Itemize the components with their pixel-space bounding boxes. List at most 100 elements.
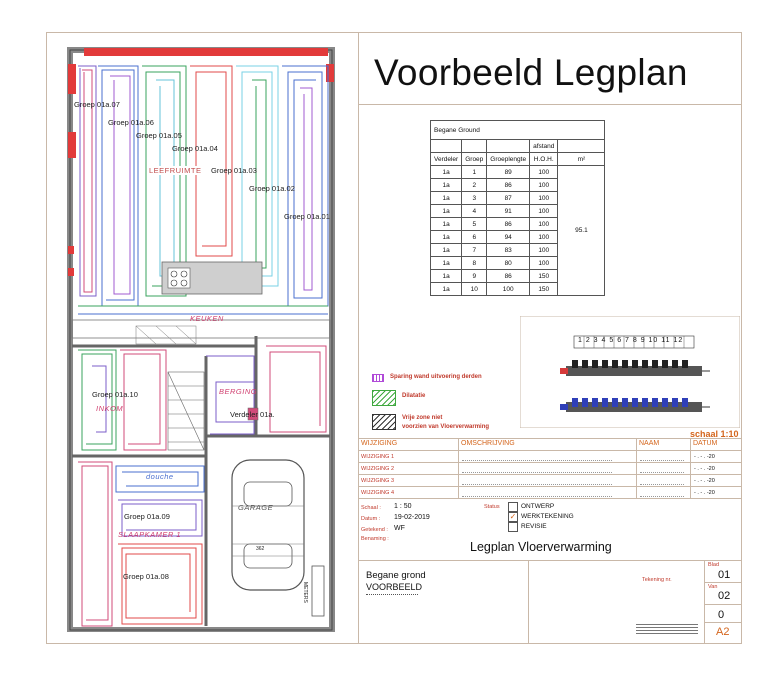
table-cell-lengte: 86 xyxy=(486,178,531,192)
status-check-ontwerp[interactable] xyxy=(508,502,518,512)
schaal-label: Schaal : xyxy=(361,505,381,511)
table-cell-groep: 10 xyxy=(461,282,488,296)
room-garage: GARAGE xyxy=(238,503,274,512)
table-cell-verdeler: 1a xyxy=(429,204,463,218)
blad-value: 01 xyxy=(718,569,731,581)
garage-car xyxy=(231,459,305,591)
room-inkom: INKOM xyxy=(96,404,124,413)
rev-header-datum: DATUM xyxy=(693,440,718,447)
table-cell-groep: 6 xyxy=(461,230,488,244)
getekend-value: WF xyxy=(394,525,405,532)
group-label-08: Groep 01a.08 xyxy=(123,572,169,581)
table-cell-hoh: 100 xyxy=(529,243,559,257)
table-cell-lengte: 86 xyxy=(486,217,531,231)
blad-label: Blad xyxy=(708,562,720,568)
table-cell-verdeler: 1a xyxy=(429,191,463,205)
table-cell-verdeler: 1a xyxy=(429,165,463,179)
legend-sparing: Sparing wand uitvoering derden xyxy=(390,374,482,380)
table-cell-lengte: 80 xyxy=(486,256,531,270)
status-label: Status xyxy=(484,504,500,510)
table-cell-groep: 3 xyxy=(461,191,488,205)
status-check-werktekening[interactable]: ✓ xyxy=(508,512,518,522)
table-cell-hoh: 100 xyxy=(529,191,559,205)
status-check-revisie[interactable] xyxy=(508,522,518,532)
status-ontwerp: ONTWERP xyxy=(521,503,555,510)
room-douche: douche xyxy=(146,472,174,481)
table-cell-groep: 7 xyxy=(461,243,488,257)
group-label-10: Groep 01a.10 xyxy=(92,390,138,399)
manifold-diagram xyxy=(520,316,740,428)
table-cell-groep: 4 xyxy=(461,204,488,218)
table-cell-verdeler: 1a xyxy=(429,269,463,283)
rev-date-2: - . - . -20 xyxy=(694,466,715,472)
table-cell-lengte: 91 xyxy=(486,204,531,218)
legend-vrij: Vrije zone niet voorzien van Vloerverwar… xyxy=(402,415,490,430)
table-cell-verdeler: 1a xyxy=(429,217,463,231)
meters-label: METERS xyxy=(302,582,308,603)
table-cell-verdeler: 1a xyxy=(429,230,463,244)
legend-swatch-sparing xyxy=(372,374,384,382)
table-cell-groep: 1 xyxy=(461,165,488,179)
drawing-sheet xyxy=(46,32,742,644)
table-afstand: afstand xyxy=(529,139,559,153)
paper-format: A2 xyxy=(716,626,730,638)
room-leefruimte: LEEFRUIMTE xyxy=(147,166,204,175)
rev-header-naam: NAAM xyxy=(639,440,660,447)
drawing-title: Legplan Vloerverwarming xyxy=(470,540,612,554)
table-cell-hoh: 150 xyxy=(529,282,559,296)
table-cell-area: 95.1 xyxy=(557,165,606,296)
table-cell-lengte: 87 xyxy=(486,191,531,205)
table-cell-hoh: 100 xyxy=(529,256,559,270)
title-rule xyxy=(359,104,742,105)
room-berging: BERGING xyxy=(219,387,258,396)
manifold-scale: schaal 1:10 xyxy=(690,429,739,439)
floor-plan xyxy=(67,47,335,632)
van-label: Van xyxy=(708,584,718,590)
group-label-02: Groep 01a.02 xyxy=(249,184,295,193)
table-cell-verdeler: 1a xyxy=(429,256,463,270)
table-cell-verdeler: 1a xyxy=(429,178,463,192)
group-label-05: Groep 01a.05 xyxy=(136,131,182,140)
table-cell-hoh: 100 xyxy=(529,204,559,218)
rev-date-4: - . - . -20 xyxy=(694,490,715,496)
table-header-hoh: H.O.H. xyxy=(529,152,559,166)
table-cell-groep: 9 xyxy=(461,269,488,283)
table-cell-lengte: 83 xyxy=(486,243,531,257)
dimension-label: 362 xyxy=(256,546,265,552)
rev-header-omschrijving: OMSCHRIJVING xyxy=(461,440,515,447)
room-slaapkamer: SLAAPKAMER 1 xyxy=(118,530,182,539)
legend-swatch-vrij xyxy=(372,414,396,430)
group-label-06: Groep 01a.06 xyxy=(108,118,154,127)
stairs xyxy=(167,371,205,451)
table-cell-hoh: 150 xyxy=(529,269,559,283)
tekening-label: Tekening nr. xyxy=(642,577,672,583)
rev-row-1: WIJZIGING 1 xyxy=(361,454,394,460)
group-label-04: Groep 01a.04 xyxy=(172,144,218,153)
table-cell-groep: 5 xyxy=(461,217,488,231)
table-cell-verdeler: 1a xyxy=(429,282,463,296)
table-cell-verdeler: 1a xyxy=(429,243,463,257)
page-title: Voorbeeld Legplan xyxy=(374,52,688,93)
manifold-numbers: 1 2 3 4 5 6 7 8 9 10 11 12 xyxy=(578,337,684,344)
table-cell-hoh: 100 xyxy=(529,165,559,179)
table-cell-hoh: 100 xyxy=(529,217,559,231)
table-header-lengte: Groeplengte xyxy=(486,152,531,166)
sparing-top xyxy=(84,48,328,56)
table-cell-lengte: 94 xyxy=(486,230,531,244)
revision-number: 0 xyxy=(718,609,725,621)
rev-header-wijziging: WIJZIGING xyxy=(361,440,398,447)
table-cell-hoh: 100 xyxy=(529,230,559,244)
project-name: VOORBEELD xyxy=(366,582,423,592)
table-cell-lengte: 89 xyxy=(486,165,531,179)
group-label-03: Groep 01a.03 xyxy=(211,166,257,175)
rev-row-3: WIJZIGING 3 xyxy=(361,478,394,484)
rev-row-2: WIJZIGING 2 xyxy=(361,466,394,472)
copyright-fineprint xyxy=(636,622,698,638)
